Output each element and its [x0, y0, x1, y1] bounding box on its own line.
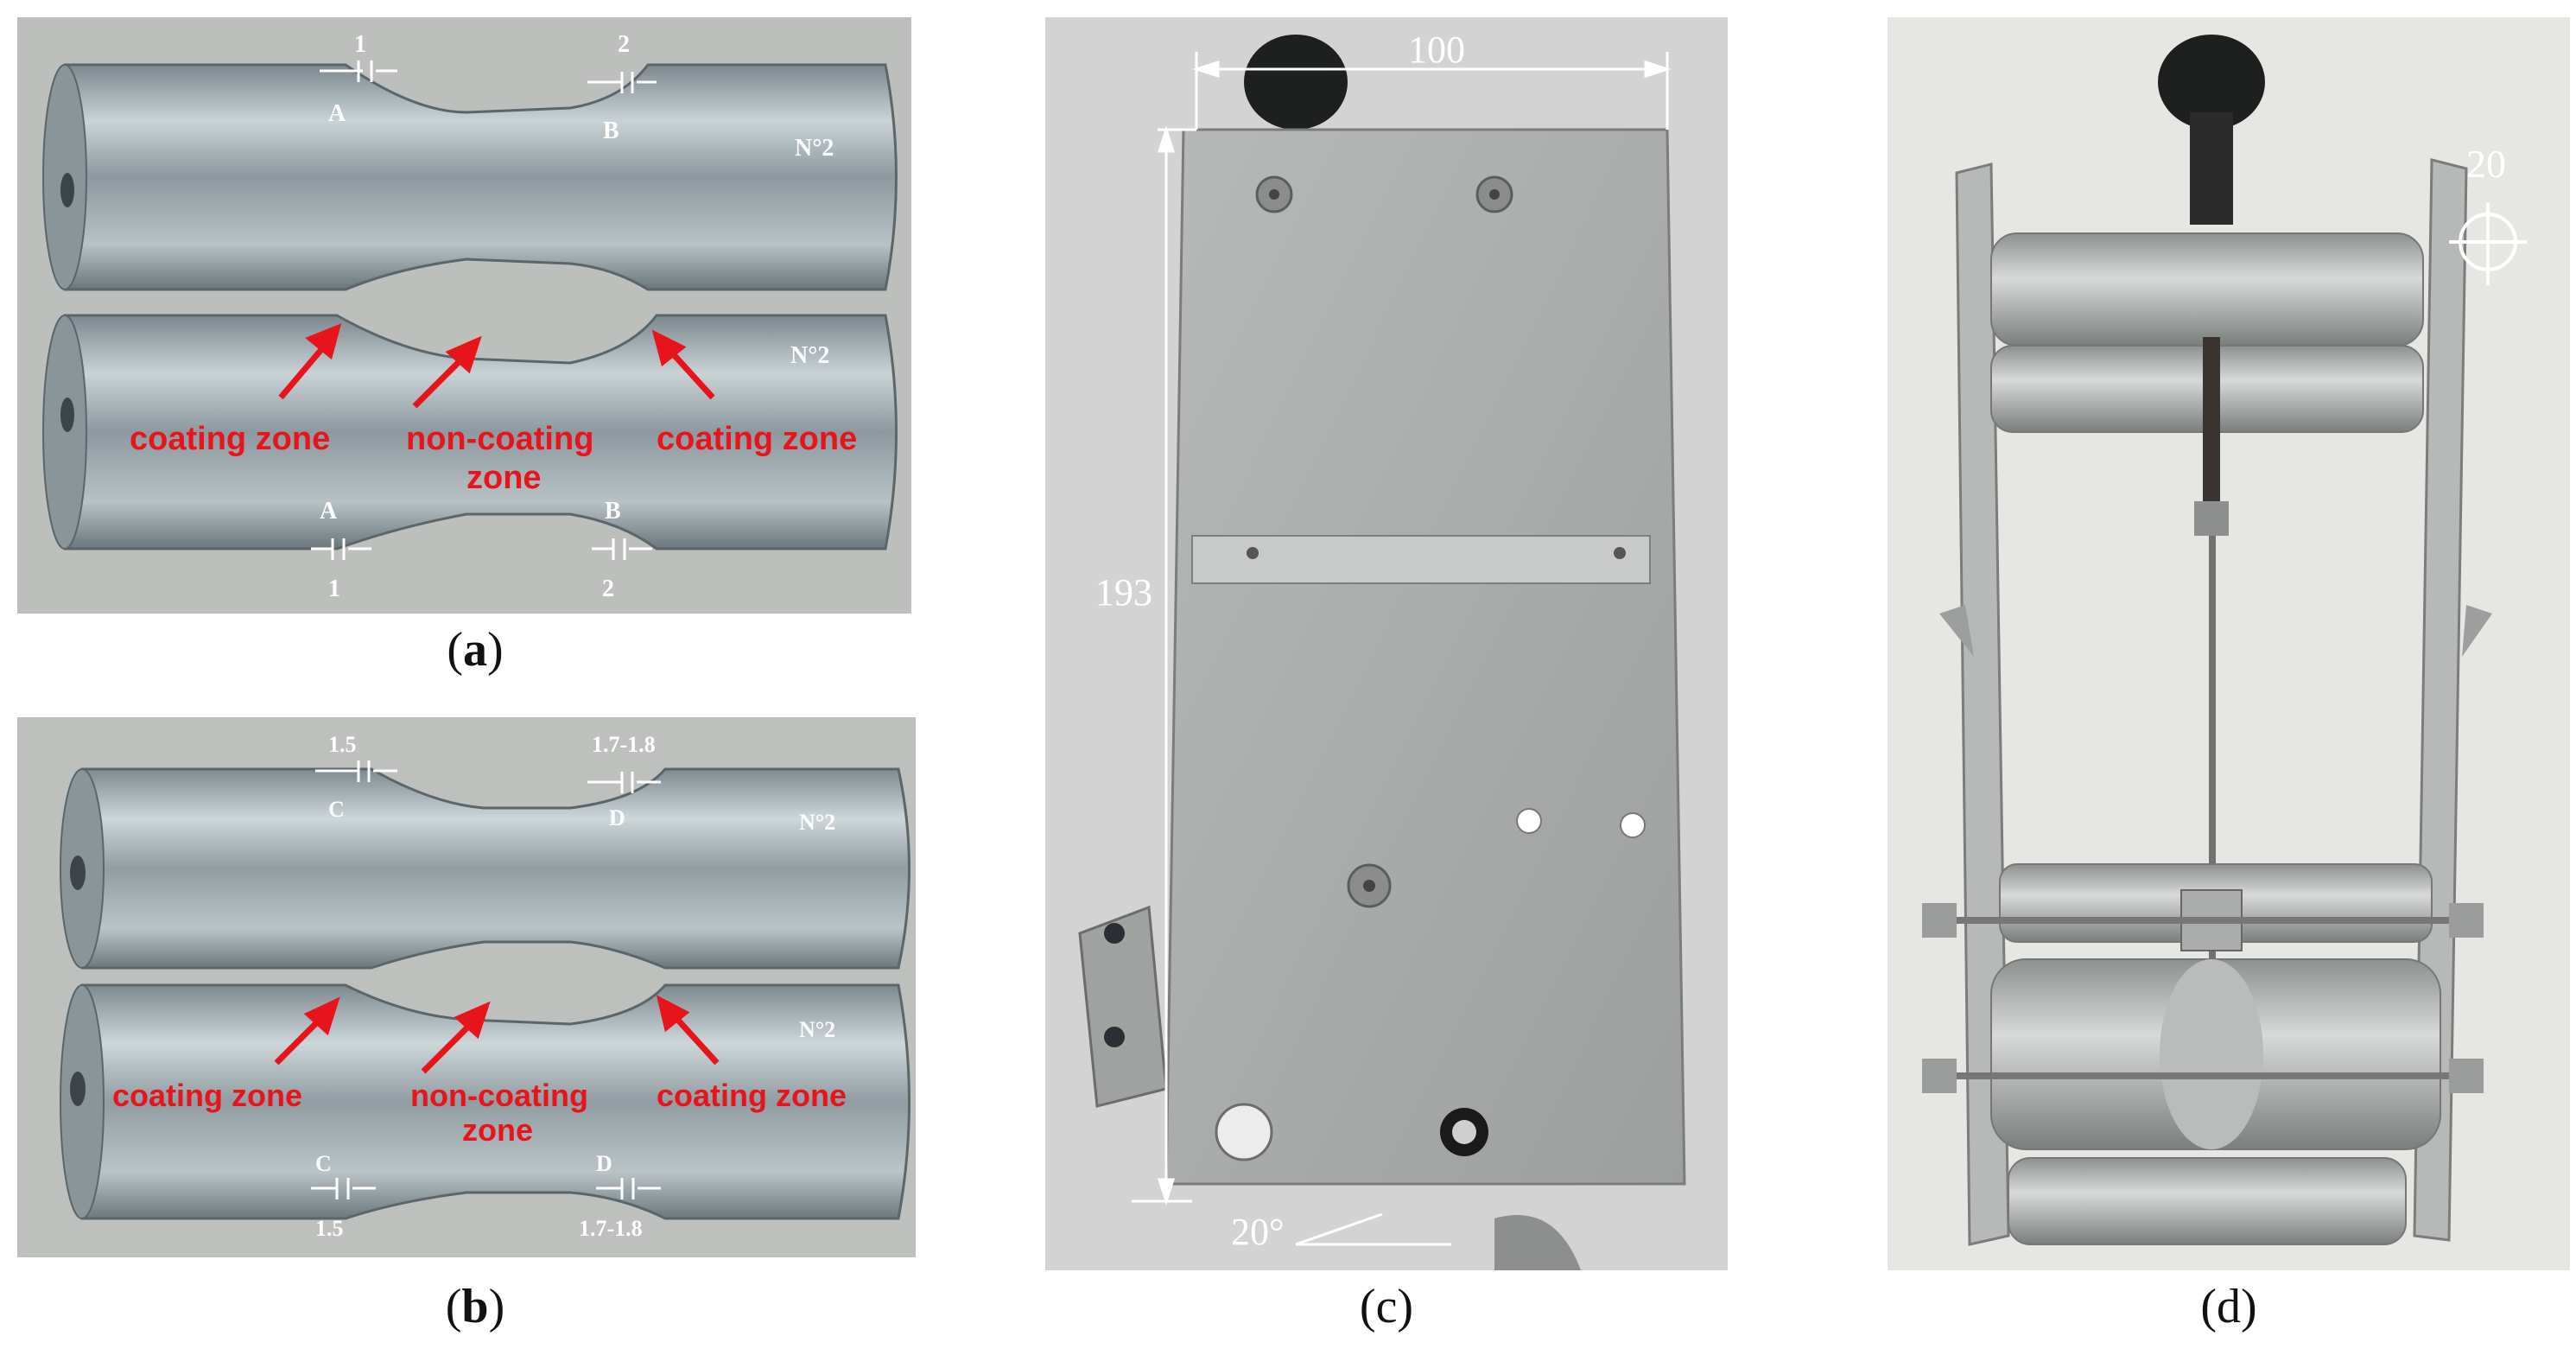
photo-panel-d: 20	[1888, 17, 2570, 1270]
photo-panel-b: 1.5 1.7-1.8 C D C D 1.5 1.7-1.8 N°2 N°2 …	[17, 717, 916, 1257]
fixture-front-photo: 100 193 20°	[1045, 17, 1728, 1270]
dim-bottom-right-b: 1.7-1.8	[579, 1216, 643, 1241]
caption-c: (c)	[1359, 1280, 1414, 1333]
sample-label-bottom: N°2	[790, 342, 829, 369]
point-top-right-b: D	[609, 805, 625, 830]
dim-top-right: 2	[618, 31, 630, 58]
coating-zone-left: coating zone	[130, 421, 330, 457]
dim-top-left-b: 1.5	[328, 732, 357, 757]
sample-label-bottom-b: N°2	[799, 1017, 835, 1042]
non-coating-label: non-coating	[406, 421, 593, 457]
coating-zone-left-b: coating zone	[112, 1078, 302, 1113]
dim-top-left: 1	[354, 31, 366, 58]
diameter-icon	[2449, 203, 2527, 285]
non-coating-zone-label-b: zone	[462, 1112, 533, 1148]
non-coating-label-b: non-coating	[410, 1078, 588, 1113]
point-bottom-left: A	[320, 498, 338, 525]
dim-bottom-left-b: 1.5	[315, 1216, 344, 1241]
dim-bottom-left: 1	[328, 576, 340, 602]
diameter-value: 20	[2466, 142, 2506, 186]
coating-arrows	[278, 323, 715, 409]
point-bottom-left-b: C	[315, 1151, 332, 1176]
photo-panel-a: 1 2 A B A B 1 2 N°2 N°2 coating zone non…	[17, 17, 911, 614]
caption-b: (b)	[445, 1280, 505, 1333]
non-coating-zone-label: zone	[466, 460, 542, 496]
point-top-right: B	[603, 118, 619, 144]
caption-a: (a)	[447, 623, 504, 677]
point-bottom-right-b: D	[596, 1151, 612, 1176]
fixture-side-photo: 20	[1888, 17, 2570, 1270]
dim-top-right-b: 1.7-1.8	[592, 732, 656, 757]
sample-label-top: N°2	[795, 135, 834, 162]
coating-arrows-b	[274, 995, 720, 1074]
width-dimension: 100	[1408, 29, 1465, 71]
angle-label: 20°	[1231, 1211, 1285, 1253]
coating-zone-right: coating zone	[657, 421, 857, 457]
point-bottom-right: B	[605, 498, 621, 525]
dim-bottom-right: 2	[602, 576, 614, 602]
height-dimension: 193	[1095, 571, 1152, 614]
specimens-photo-a: 1 2 A B A B 1 2 N°2 N°2 coating zone non…	[17, 17, 911, 614]
point-top-left: A	[328, 100, 346, 127]
specimens-photo-b: 1.5 1.7-1.8 C D C D 1.5 1.7-1.8 N°2 N°2 …	[17, 717, 916, 1257]
photo-panel-c: 100 193 20°	[1045, 17, 1728, 1270]
caption-d: (d)	[2200, 1280, 2257, 1333]
sample-label-top-b: N°2	[799, 810, 835, 835]
point-top-left-b: C	[328, 797, 345, 822]
coating-zone-right-b: coating zone	[657, 1078, 847, 1113]
